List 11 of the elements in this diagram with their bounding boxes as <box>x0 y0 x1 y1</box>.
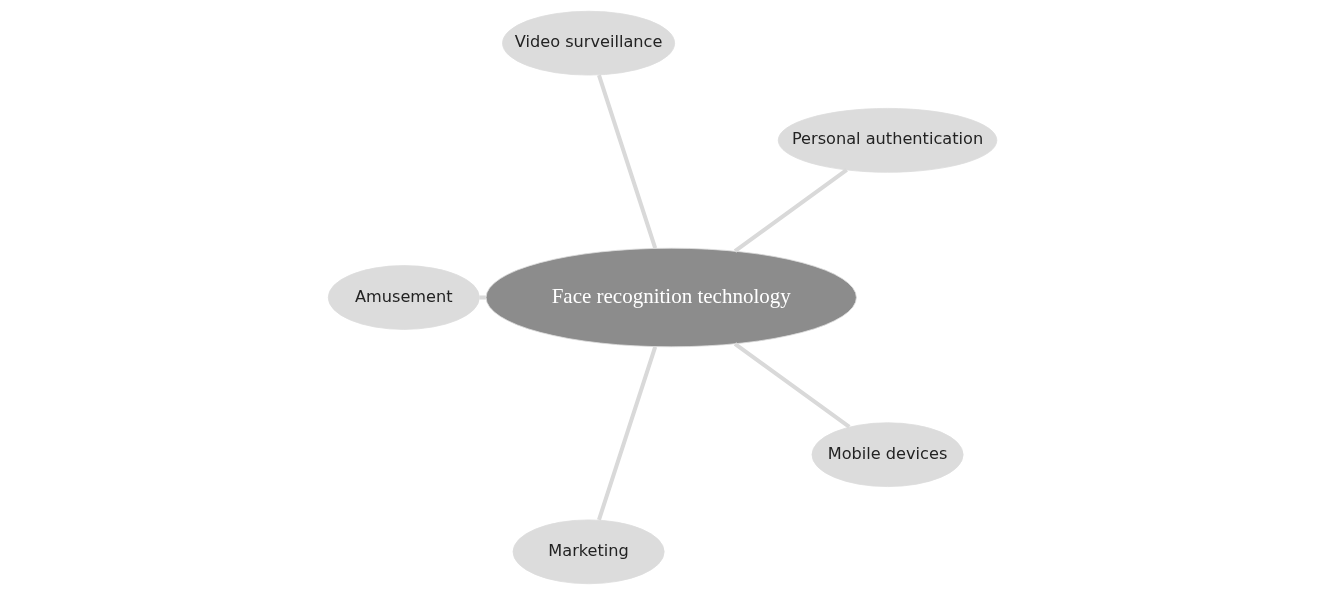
connector <box>733 168 848 253</box>
node-ellipse: Video surveillance <box>501 10 675 76</box>
connector <box>596 346 657 521</box>
node-ellipse: Mobile devices <box>811 422 964 487</box>
node-ellipse: Amusement <box>327 265 480 330</box>
node-ellipse: Marketing <box>512 519 665 585</box>
connector <box>733 342 850 429</box>
node-ellipse: Face recognition technology <box>485 247 857 348</box>
connector <box>596 74 657 249</box>
connector <box>479 295 486 300</box>
node-ellipse: Personal authentication <box>777 108 997 173</box>
